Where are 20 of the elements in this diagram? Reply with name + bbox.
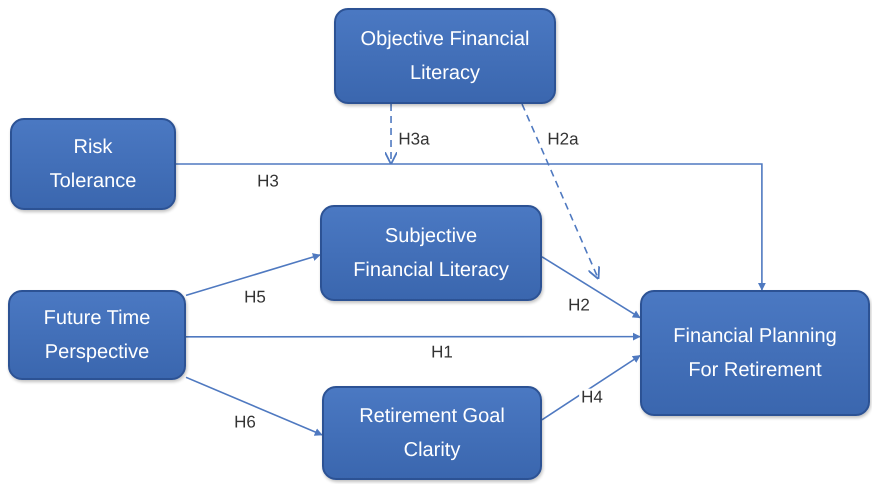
construct-name: Financial Planning For Retirement xyxy=(672,324,838,383)
construct-name: Objective Financial Literacy xyxy=(360,27,530,86)
arrow xyxy=(542,256,641,318)
arrow xyxy=(186,253,321,296)
construct-box xyxy=(10,118,176,210)
dashed-arrow xyxy=(521,104,600,280)
construct-name: Risk Tolerance xyxy=(48,135,138,194)
arrow xyxy=(542,354,641,420)
dashed-arrow xyxy=(384,104,398,166)
construct-box xyxy=(320,205,542,301)
construct-box xyxy=(640,290,870,416)
construct-box xyxy=(322,386,542,480)
construct-name: Future Time Perspective xyxy=(42,306,152,365)
arrow xyxy=(186,376,323,436)
arrow xyxy=(186,332,641,341)
construct-name: Retirement Goal Clarity xyxy=(358,404,506,463)
arrow xyxy=(176,163,766,291)
construct-box xyxy=(8,290,186,380)
construct-box xyxy=(334,8,556,104)
construct-name: Subjective Financial Literacy xyxy=(352,224,510,283)
